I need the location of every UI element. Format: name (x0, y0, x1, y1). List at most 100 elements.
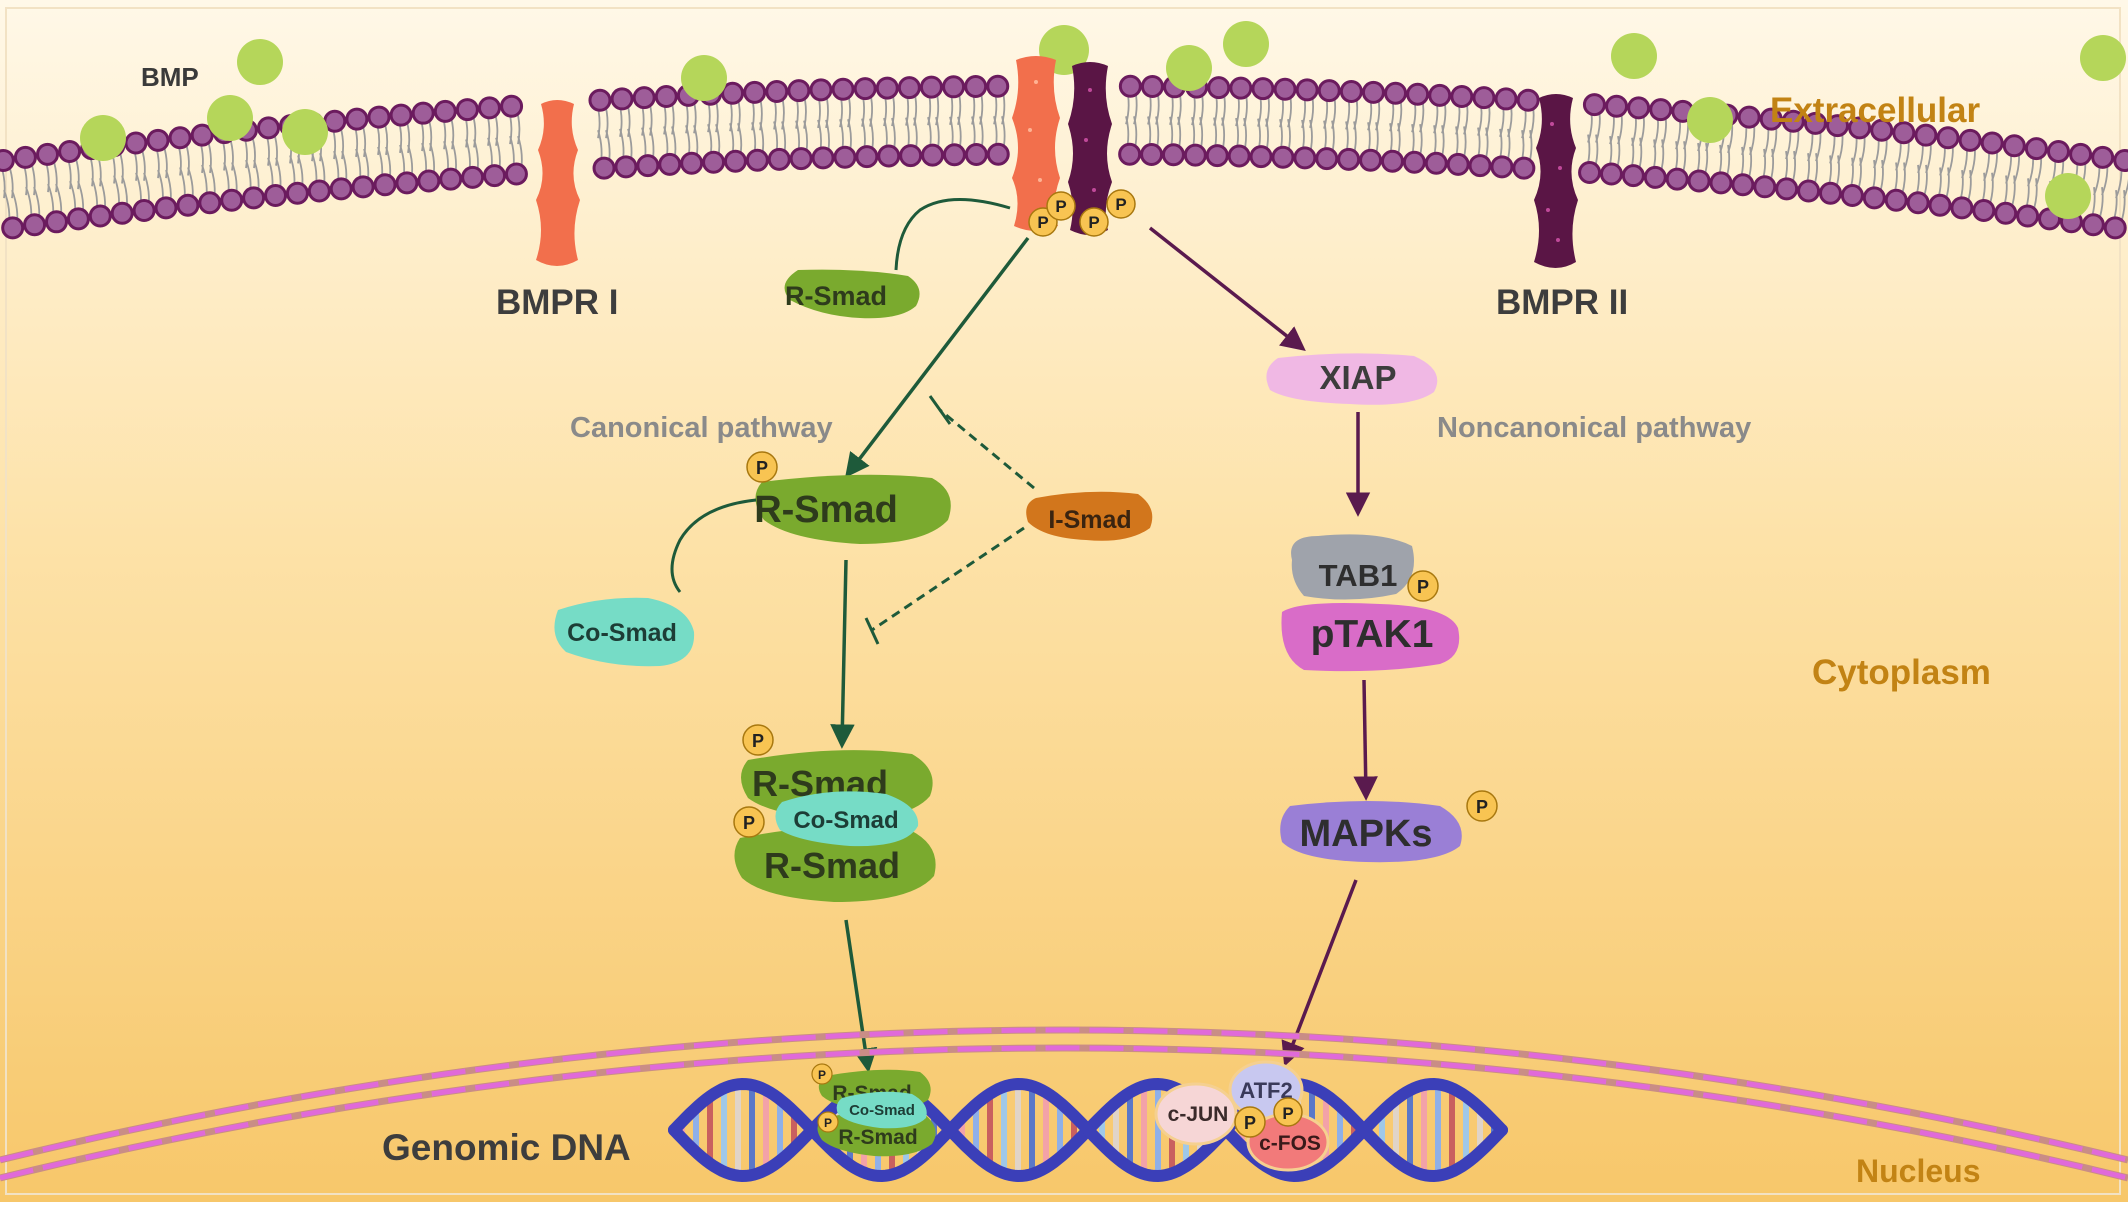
lipid-head (919, 75, 943, 99)
lipid-head (146, 128, 170, 152)
lipid-head (942, 75, 966, 99)
i-smad-label: I-Smad (1048, 506, 1131, 534)
lipid-head (190, 123, 214, 147)
inhibition-bar-1 (928, 395, 952, 425)
r-smad-unbound-label: R-Smad (785, 281, 887, 311)
ptak1-label: pTAK1 (1311, 613, 1434, 656)
lipid-head (1317, 79, 1341, 103)
noncanonical-arrow-1 (1148, 226, 1306, 352)
receptor-to-rsmad-connector (894, 198, 1011, 271)
nuclear-envelope-inner-dash (0, 1045, 2128, 1181)
lipid-head (1731, 173, 1755, 197)
lipid-head (1428, 83, 1452, 107)
svg-text:P: P (1244, 1113, 1256, 1133)
lipid-head (1229, 76, 1253, 100)
lipid-head (66, 207, 90, 231)
svg-text:P: P (1417, 577, 1429, 597)
canonical-arrow-2 (830, 559, 855, 749)
lipid-head (1862, 186, 1886, 210)
lipid-head (1295, 78, 1319, 102)
smad-complex: R-Smad Co-Smad R-Smad P P (733, 724, 936, 902)
lipid-head (1665, 167, 1689, 191)
c-jun-label: c-JUN (1168, 1103, 1229, 1126)
lipid-head (1605, 94, 1629, 118)
lipid-head (256, 116, 280, 140)
bmp-ligand (1223, 21, 1269, 67)
lipid-head (1118, 74, 1142, 98)
lipid-head (1972, 199, 1996, 223)
lipid-head (1914, 123, 1938, 147)
lipid-head (1643, 165, 1667, 189)
bmp-label: BMP (141, 62, 199, 92)
svg-text:P: P (1476, 797, 1488, 817)
svg-text:P: P (743, 813, 755, 833)
svg-text:P: P (756, 458, 768, 478)
svg-text:P: P (818, 1068, 826, 1082)
lipid-head (632, 86, 656, 110)
lipid-head (588, 88, 612, 112)
lipid-head (1687, 169, 1711, 193)
lipid-head (1380, 149, 1404, 173)
rsmad-to-cosmad-connector (670, 498, 757, 593)
lipid-head (2069, 142, 2093, 166)
complex-co-smad-label: Co-Smad (793, 807, 898, 834)
lipid-head (1490, 155, 1514, 179)
lipid-head (1892, 121, 1916, 145)
lipid-head (2046, 139, 2070, 163)
lipid-head (461, 165, 485, 189)
lipid-head (787, 79, 811, 103)
lipid-head (743, 80, 767, 104)
svg-text:P: P (1282, 1104, 1293, 1123)
lipid-head (1627, 96, 1651, 120)
lipid-head (1359, 148, 1383, 172)
lipid-head (2091, 145, 2115, 169)
phosphate-icon (817, 1111, 839, 1133)
inhibition-bar-2 (864, 617, 880, 645)
lipid-head (1205, 144, 1229, 168)
lipid-head (658, 152, 682, 176)
lipid-head (702, 150, 726, 174)
lipid-head (1384, 81, 1408, 105)
lipid-head (345, 107, 369, 131)
bmpr1-label: BMPR I (496, 283, 619, 322)
lipid-head (1936, 126, 1960, 150)
lipid-head (323, 109, 347, 133)
bmp-ligand (282, 109, 328, 155)
lipid-head (264, 184, 288, 208)
lipid-head (610, 87, 634, 111)
lipid-head (1227, 144, 1251, 168)
lipid-head (833, 145, 857, 169)
lipid-head (367, 105, 391, 129)
lipid-head (88, 204, 112, 228)
lipid-head (964, 143, 988, 167)
extracellular-label: Extracellular (1770, 91, 1980, 130)
lipid-head (0, 148, 15, 172)
lipid-head (285, 181, 309, 205)
co-smad-label: Co-Smad (567, 619, 677, 647)
lipid-head (1402, 150, 1426, 174)
bmp-ligand (2080, 35, 2126, 81)
lipid-head (373, 173, 397, 197)
lipid-head (1994, 201, 2018, 225)
lipid-head (395, 171, 419, 195)
lipid-head (2081, 213, 2105, 237)
lipid-head (1339, 79, 1363, 103)
lipid-head (1293, 146, 1317, 170)
lipid-head (154, 196, 178, 220)
lipid-head (1140, 75, 1164, 99)
phosphate-icon (811, 1063, 833, 1085)
lipid-head (614, 155, 638, 179)
lipid-head (1781, 109, 1805, 133)
lipid-head (1468, 154, 1492, 178)
lipid-head (455, 98, 479, 122)
lipid-head (13, 145, 37, 169)
lipid-head (654, 84, 678, 108)
lipid-head (811, 146, 835, 170)
i-smad-inhibition-1 (939, 408, 1035, 490)
lipid-head (1251, 77, 1275, 101)
lipid-head (1271, 145, 1295, 169)
bmpr1-in-complex (1012, 56, 1060, 231)
lipid-head (767, 147, 791, 171)
lipid-head (831, 77, 855, 101)
